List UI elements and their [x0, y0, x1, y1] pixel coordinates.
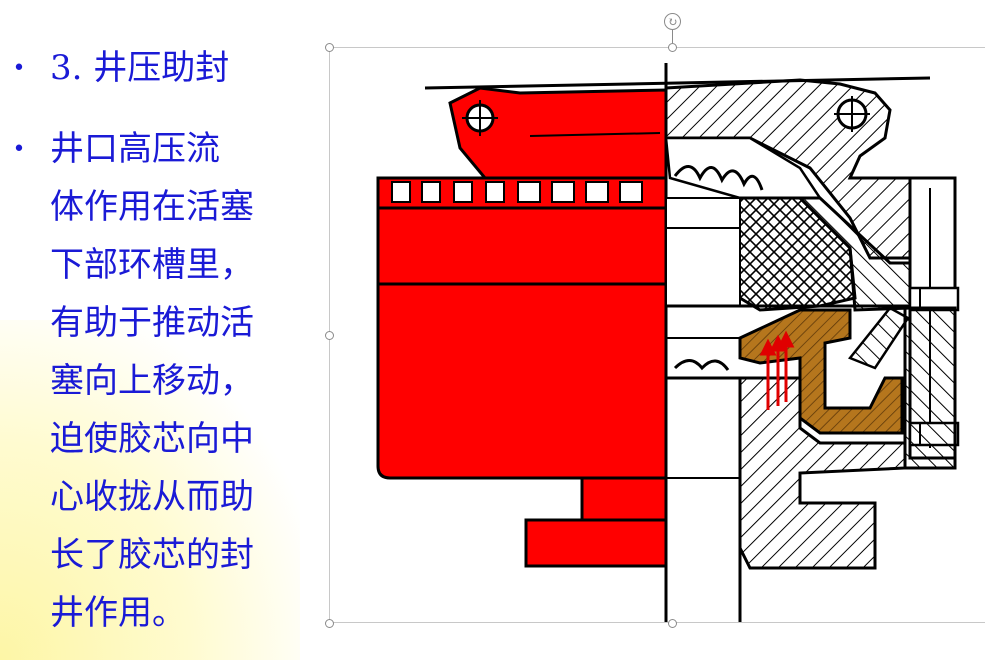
- slide-heading: 3. 井压助封: [50, 48, 230, 88]
- text-box[interactable]: • 3. 井压助封 • 井口高压流体作用在活塞下部环槽里， 有助于推动活塞向上移动…: [0, 0, 320, 660]
- body-text-line: 塞向上移动，: [50, 361, 254, 401]
- body-text-line: 体作用在活塞: [50, 187, 254, 227]
- bullet-marker: •: [12, 56, 26, 81]
- piston-red-half: [376, 86, 668, 568]
- rotate-handle-stem: [672, 30, 673, 43]
- rotate-handle[interactable]: ↻: [664, 13, 681, 30]
- resize-handle-top[interactable]: [668, 43, 677, 52]
- body-text-line: 心收拢从而助: [50, 477, 254, 517]
- resize-handle-top-left[interactable]: [325, 43, 334, 52]
- body-text-line: 迫使胶芯向中: [50, 419, 254, 459]
- resize-handle-bottom-left[interactable]: [325, 619, 334, 628]
- slide-background-gradient: [0, 320, 300, 660]
- body-text-line: 下部环槽里，: [50, 245, 254, 285]
- rotate-icon: ↻: [667, 14, 678, 29]
- resize-handle-bottom[interactable]: [668, 619, 677, 628]
- body-text-line: 井口高压流: [50, 129, 220, 169]
- resize-handle-left[interactable]: [325, 331, 334, 340]
- body-text-line: 长了胶芯的封: [50, 535, 254, 575]
- pressure-arrows: [759, 330, 795, 410]
- top-outline: [424, 76, 931, 90]
- annular-bop-cross-section-image[interactable]: [330, 48, 985, 622]
- housing-cross-section-half: [664, 78, 960, 622]
- body-text-line: 有助于推动活: [50, 303, 254, 343]
- bullet-marker: •: [12, 137, 26, 162]
- body-text-line: 井作用。: [50, 593, 186, 633]
